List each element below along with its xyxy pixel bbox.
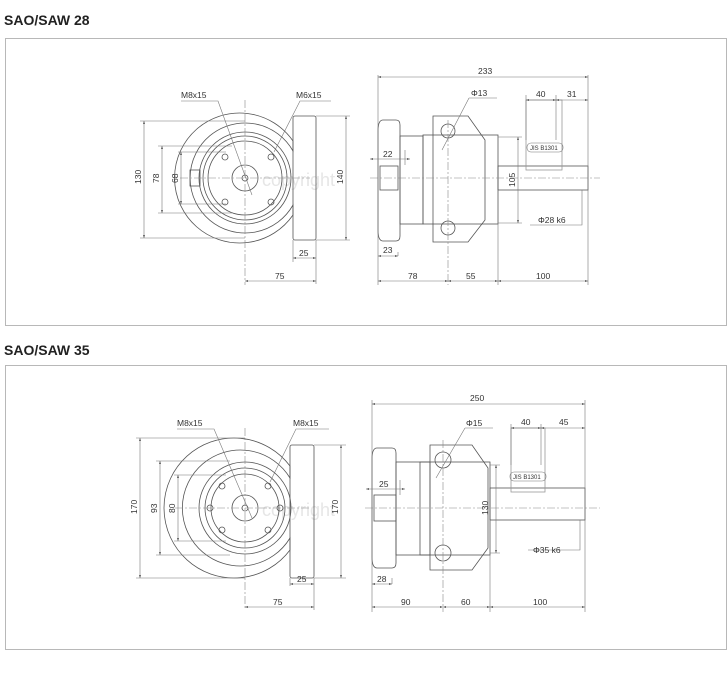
thread-label-1: M8x15 (177, 418, 203, 428)
shaft-diameter-label: Φ28 k6 (538, 215, 566, 225)
front-view-28: copyright M8x15 M6x15 130 78 68 140 25 7… (133, 90, 350, 285)
dim-40: 40 (521, 417, 531, 427)
dim-45: 45 (559, 417, 569, 427)
side-view-35: JIS B1301 Φ15 250 40 45 25 130 Φ35 k6 28… (365, 393, 600, 612)
dim-105: 105 (507, 173, 517, 187)
dim-25: 25 (299, 248, 309, 258)
thread-label-1: M8x15 (181, 90, 207, 100)
hole-diameter-label: Φ15 (466, 418, 483, 428)
dim-233: 233 (478, 66, 492, 76)
thread-label-2: M6x15 (296, 90, 322, 100)
dim-130: 130 (133, 170, 143, 184)
dim-22: 22 (383, 149, 393, 159)
dim-140: 140 (335, 170, 345, 184)
dim-68: 68 (170, 173, 180, 183)
dim-100: 100 (533, 597, 547, 607)
dim-75: 75 (273, 597, 283, 607)
drawing-panel-28 (5, 38, 727, 326)
dim-25: 25 (379, 479, 389, 489)
watermark: copyright (262, 170, 335, 190)
dim-60: 60 (461, 597, 471, 607)
dim-130: 130 (480, 501, 490, 515)
dim-40: 40 (536, 89, 546, 99)
dim-75: 75 (275, 271, 285, 281)
dim-90: 90 (401, 597, 411, 607)
front-view-35: copyright M8x15 M8x15 170 93 80 170 25 7… (129, 418, 346, 610)
section-title-sao-saw-35: SAO/SAW 35 (4, 342, 90, 358)
hole-diameter-label: Φ13 (471, 88, 488, 98)
dim-100: 100 (536, 271, 550, 281)
side-view-28: JIS B1301 Φ13 233 40 31 22 105 Φ28 k6 23… (370, 66, 600, 285)
key-standard-label: JIS B1301 (530, 146, 558, 152)
dim-80: 80 (167, 503, 177, 513)
dim-170: 170 (129, 500, 139, 514)
dim-170-flange: 170 (330, 500, 340, 514)
key-standard-label: JIS B1301 (513, 475, 541, 481)
dim-25: 25 (297, 574, 307, 584)
dim-31: 31 (567, 89, 577, 99)
dim-78: 78 (408, 271, 418, 281)
shaft-diameter-label: Φ35 k6 (533, 545, 561, 555)
dim-78: 78 (151, 173, 161, 183)
dim-93: 93 (149, 503, 159, 513)
dim-23: 23 (383, 245, 393, 255)
dim-250: 250 (470, 393, 484, 403)
drawing-panel-35 (5, 365, 727, 650)
section-title-sao-saw-28: SAO/SAW 28 (4, 12, 90, 28)
dim-55: 55 (466, 271, 476, 281)
dim-28: 28 (377, 574, 387, 584)
thread-label-2: M8x15 (293, 418, 319, 428)
watermark: copyright (262, 500, 335, 520)
